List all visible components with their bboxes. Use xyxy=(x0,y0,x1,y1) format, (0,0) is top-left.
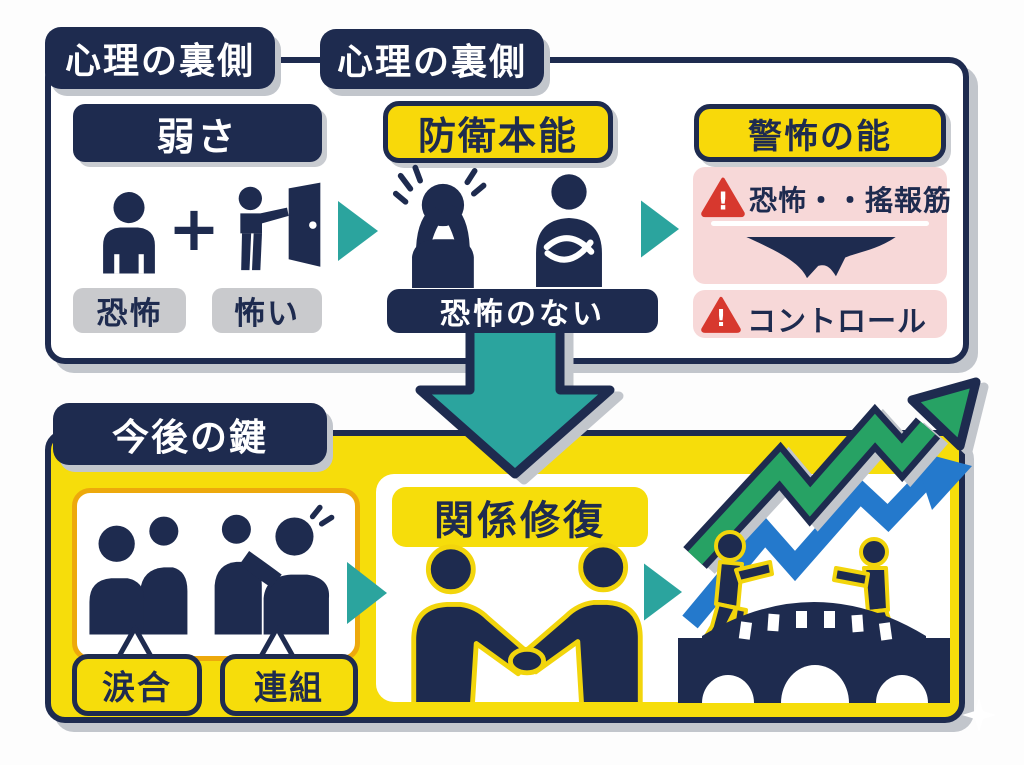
arrow-right-icon xyxy=(641,200,679,258)
bubble-right-text: 連組 xyxy=(254,668,324,707)
arrow-right-icon xyxy=(338,201,378,261)
psychology-tab-right-label: 心理の裏側 xyxy=(336,42,527,83)
sparkle-icon xyxy=(962,698,996,732)
alert-header: 警怖の能 xyxy=(694,104,946,162)
defense-header: 防衛本能 xyxy=(383,101,613,163)
weakness-title: 弱さ xyxy=(156,114,239,159)
scary-label: 怖い xyxy=(212,288,322,333)
handshake-icon xyxy=(411,542,643,702)
psychology-tab-left: 心理の裏側 xyxy=(45,27,275,89)
big-down-arrow-icon xyxy=(415,309,615,479)
down-swoosh-icon xyxy=(746,237,896,279)
no-fear-caption-text: 恐怖のない xyxy=(440,297,605,332)
alert-divider xyxy=(711,221,929,226)
crossed-arms-person-icon xyxy=(536,174,602,287)
bridge-icon xyxy=(678,530,950,703)
covering-face-person-icon xyxy=(392,164,487,288)
green-zigzag-arrow xyxy=(683,377,981,569)
person-icon xyxy=(103,192,155,274)
person-opening-door-icon xyxy=(238,182,321,271)
bubble-right: 連組 xyxy=(220,654,358,716)
no-fear-caption: 恐怖のない xyxy=(387,289,658,333)
future-tab-label: 今後の鍵 xyxy=(112,416,268,459)
plus-sign: + xyxy=(166,192,222,265)
alert-title: 警怖の能 xyxy=(748,116,892,157)
repair-header: 関係修復 xyxy=(392,487,648,547)
repair-title-text: 関係修復 xyxy=(434,498,606,544)
psychology-tab-right: 心理の裏側 xyxy=(320,29,544,89)
warning-glyph: ! xyxy=(716,306,726,332)
alert-card-top: ! 恐怖・・搖報筋 xyxy=(693,167,951,284)
warning-icon: ! xyxy=(701,177,745,218)
future-tab: 今後の鍵 xyxy=(53,403,327,465)
blue-zigzag-arrow xyxy=(682,450,972,629)
defense-title: 防衛本能 xyxy=(417,113,578,158)
growth-arrows-icon xyxy=(682,377,981,629)
fear-label: 恐怖 xyxy=(73,288,186,333)
plus-sign-glyph: + xyxy=(168,191,220,265)
weakness-header: 弱さ xyxy=(73,104,322,162)
warning-icon: ! xyxy=(701,296,741,333)
scary-label-text: 怖い xyxy=(234,296,300,332)
people-group-icon xyxy=(89,504,335,635)
bridge-structure xyxy=(678,602,950,703)
alert-card-bottom: ! コントロール xyxy=(693,290,947,338)
alert-item-top: 恐怖・・搖報筋 xyxy=(749,184,953,217)
warning-glyph: ! xyxy=(717,186,728,215)
psychology-tab-left-label: 心理の裏側 xyxy=(64,41,255,82)
alert-item-bottom: コントロール xyxy=(747,304,928,338)
bubble-left: 涙合 xyxy=(72,654,202,716)
bubble-left-text: 涙合 xyxy=(102,668,172,707)
arrow-right-icon xyxy=(644,563,682,621)
fear-label-text: 恐怖 xyxy=(96,296,163,332)
arrow-right-icon xyxy=(347,562,387,624)
